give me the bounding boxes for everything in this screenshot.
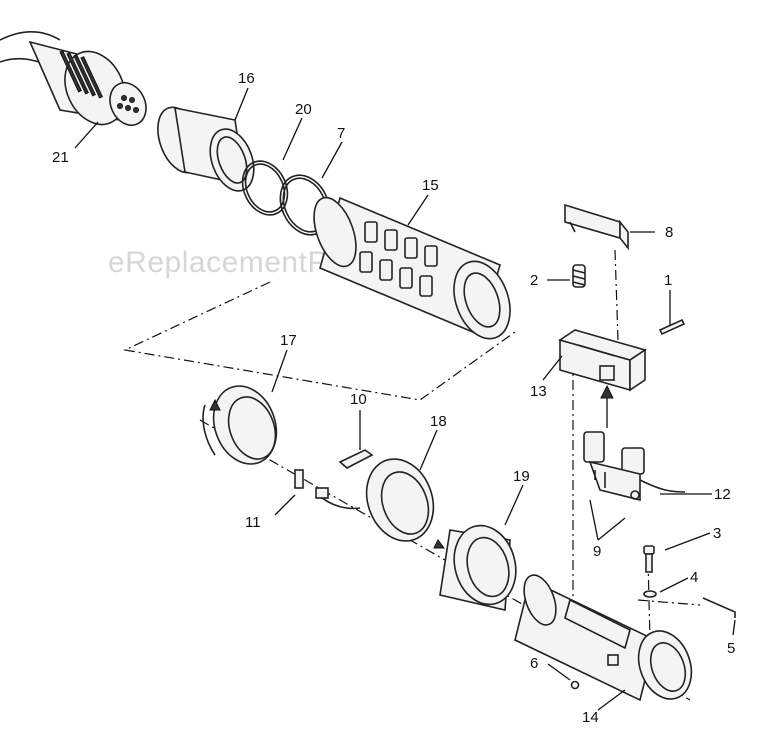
part-3-screw[interactable] bbox=[643, 545, 655, 573]
callout-19: 19 bbox=[513, 468, 530, 485]
part-15-vented-sleeve[interactable] bbox=[306, 192, 520, 346]
part-21-cable-connector[interactable] bbox=[0, 30, 153, 135]
part-5-pin[interactable] bbox=[702, 597, 736, 618]
callout-1: 1 bbox=[664, 272, 672, 289]
callout-18: 18 bbox=[430, 413, 447, 430]
part-18-ring[interactable] bbox=[315, 450, 444, 551]
callout-8: 8 bbox=[665, 224, 673, 241]
callout-6: 6 bbox=[530, 655, 538, 672]
callout-10: 10 bbox=[350, 391, 367, 408]
callout-15: 15 bbox=[422, 177, 439, 194]
callout-12: 12 bbox=[714, 486, 731, 503]
part-9-switch-assembly[interactable] bbox=[583, 431, 686, 502]
callout-9: 9 bbox=[593, 543, 601, 560]
callout-3: 3 bbox=[713, 525, 721, 542]
callout-16: 16 bbox=[238, 70, 255, 87]
assembly-arrow bbox=[600, 384, 614, 428]
callout-14: 14 bbox=[582, 709, 599, 726]
part-17-ring[interactable] bbox=[202, 377, 287, 473]
callout-labels: 1 2 3 4 5 6 7 8 9 10 11 12 13 14 15 16 1… bbox=[52, 70, 735, 726]
callout-leaders bbox=[74, 87, 736, 711]
part-6-ball[interactable] bbox=[570, 680, 580, 690]
callout-2: 2 bbox=[530, 272, 538, 289]
part-13-switch-housing[interactable] bbox=[558, 329, 647, 392]
callout-5: 5 bbox=[727, 640, 735, 657]
callout-20: 20 bbox=[295, 101, 312, 118]
callout-17: 17 bbox=[280, 332, 297, 349]
part-19-nut[interactable] bbox=[433, 519, 524, 612]
part-11-clip[interactable] bbox=[294, 469, 304, 489]
part-2-spring[interactable] bbox=[572, 264, 586, 288]
part-20-o-ring[interactable] bbox=[234, 154, 296, 223]
part-14-handle-tube[interactable] bbox=[514, 571, 700, 707]
part-1-pin[interactable] bbox=[658, 318, 686, 336]
callout-4: 4 bbox=[690, 569, 698, 586]
callout-7: 7 bbox=[337, 125, 345, 142]
callout-11: 11 bbox=[245, 514, 261, 531]
part-4-washer[interactable] bbox=[643, 590, 657, 598]
callout-13: 13 bbox=[530, 383, 547, 400]
part-10-label-strip[interactable] bbox=[338, 449, 374, 469]
part-8-lever-clip[interactable] bbox=[564, 203, 629, 251]
callout-21: 21 bbox=[52, 149, 69, 166]
